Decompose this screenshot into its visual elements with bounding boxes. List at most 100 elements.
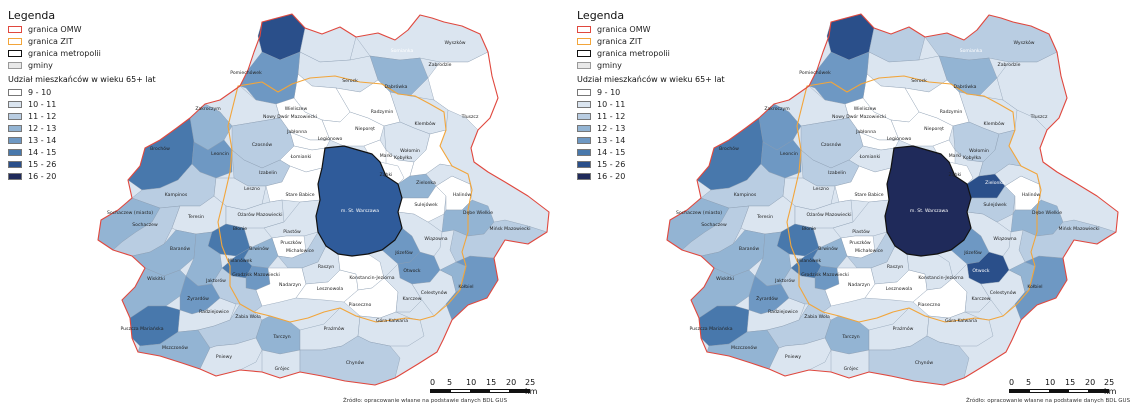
place-label: Halinów [453,191,472,198]
place-label: Stare Babice [285,192,314,198]
scale-labels: 0 5 10 15 20 25 km [1009,378,1124,396]
legend-swatch [577,101,591,108]
legend-class: 11 - 12 [577,111,817,122]
place-label: Sochaczew (miasto) [107,210,153,216]
place-label: Baranów [739,245,759,252]
legend-swatch [8,26,22,33]
place-label: Otwock [972,268,990,274]
gmina-polygon [924,14,1058,63]
gmina-polygon [355,14,489,63]
place-label: Łomianki [290,154,312,160]
legend-label: granica metropolii [28,48,101,58]
legend-swatch [8,173,22,180]
legend-class: 13 - 14 [8,135,248,146]
place-label: Mszczonów [162,344,188,351]
legend-label: 11 - 12 [28,111,57,121]
gmina-polygon [397,185,447,223]
scale-labels: 0 5 10 15 20 25 km [430,378,545,396]
scale-tick: 5 [447,378,453,387]
source-note: Źródło: opracowanie własne na podstawie … [966,398,1131,404]
place-label: Marki [949,153,962,159]
legend-item-gminy: gminy [577,60,817,71]
place-label: Dębe Wielkie [1032,210,1062,216]
legend-label: 12 - 13 [28,123,57,133]
place-label: Dębe Wielkie [463,210,493,216]
place-label: Mińsk Mazowiecki [490,225,531,232]
legend-item-zit: granica ZIT [8,36,248,47]
place-label: Kołbiel [1027,284,1042,290]
place-label: Wołomin [400,148,420,154]
scale-tick: 15 [486,378,497,387]
legend: Legenda granica OMW granica ZIT granica … [577,9,817,183]
place-label: Michałowice [855,248,883,254]
legend-item-omw: granica OMW [577,24,817,35]
place-label: Halinów [1022,191,1041,198]
legend-label: 13 - 14 [597,135,626,145]
place-label: Czosnów [252,141,273,148]
place-label: Kampinos [165,192,188,198]
place-label: Mszczonów [731,344,757,351]
gmina-polygon [780,267,832,313]
place-label: Celestynów [990,289,1017,296]
legend-class: 9 - 10 [8,87,248,98]
place-label: Somianka [391,48,414,54]
source-note: Źródło: opracowanie własne na podstawie … [343,398,508,404]
place-label: Zielonka [985,180,1005,186]
legend-swatch [8,89,22,96]
place-label: Tłuszcz [461,114,479,120]
place-label: Puszcza Mariańska [689,325,732,332]
place-label: Dąbrówka [953,83,976,90]
place-label: m. St. Warszawa [341,208,379,214]
place-label: Prażmów [893,325,914,332]
legend-class: 14 - 15 [577,147,817,158]
legend-swatch [8,62,22,69]
place-label: Góra Kalwaria [945,317,977,324]
legend-swatch [577,113,591,120]
place-label: Kołbiel [458,284,473,290]
place-label: Karczew [402,296,421,302]
gmina-polygon [890,111,954,147]
scale-tick: 10 [1045,378,1056,387]
legend-label: 12 - 13 [597,123,626,133]
place-label: Otwock [403,268,421,274]
legend-title: Legenda [8,9,56,22]
legend-swatch [577,137,591,144]
legend-class: 10 - 11 [577,99,817,110]
place-label: Marki [380,153,393,159]
place-label: Wiskitki [147,276,165,282]
legend-swatch [8,50,22,57]
legend-label: granica OMW [597,24,651,34]
place-label: Żyrardów [756,295,778,302]
place-label: Radziejowice [768,309,798,315]
scale-tick: 25 km [1104,378,1117,396]
legend-swatch [577,161,591,168]
place-label: Leoncin [780,151,798,157]
legend-item-metropolia: granica metropolii [8,48,248,59]
scale-tick: 20 [506,378,517,387]
legend-classes: 9 - 10 10 - 11 11 - 12 12 - 13 13 - 14 1… [8,87,248,182]
place-label: Kampinos [734,192,757,198]
place-label: Kobyłka [963,155,981,161]
legend-class: 9 - 10 [577,87,817,98]
legend-label: 10 - 11 [597,99,626,109]
place-label: Pomiechówek [230,69,262,76]
place-label: Sulejówek [983,201,1007,208]
place-label: Nieporęt [924,126,944,132]
legend-swatch [577,38,591,45]
legend-label: gminy [597,60,622,70]
place-label: Mińsk Mazowiecki [1059,225,1100,232]
place-label: Góra Kalwaria [376,317,408,324]
legend-swatch [577,125,591,132]
place-label: Błonie [802,226,816,232]
place-label: Wieliszew [285,106,308,112]
legend-label: 9 - 10 [597,87,621,97]
place-label: Nowy Dwór Mazowiecki [832,113,886,120]
place-label: Sochaczew [701,222,727,228]
place-label: Radzymin [371,109,394,115]
place-label: Ożarów Mazowiecki [238,211,283,218]
legend-swatch [577,26,591,33]
scale-tick: 0 [430,378,436,387]
scale-tick: 20 [1085,378,1096,387]
legend-swatch [577,89,591,96]
legend-title: Legenda [577,9,625,22]
